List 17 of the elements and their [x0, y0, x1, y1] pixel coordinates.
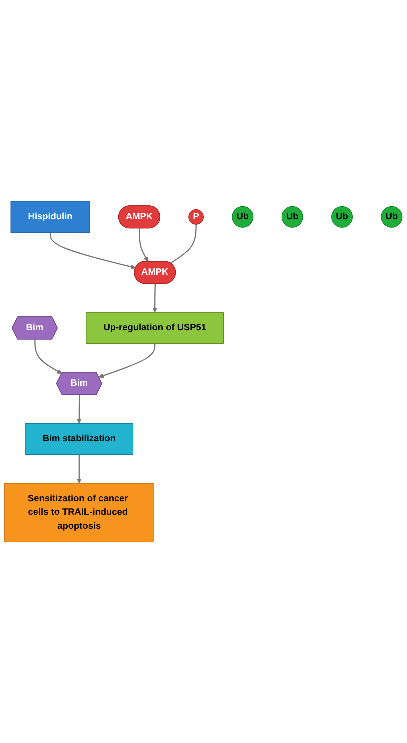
- node-circle: Ub: [332, 206, 354, 228]
- node-box: Sensitization of cancer cells to TRAIL-induced apoptosis: [4, 482, 154, 542]
- node-box: Bim stabilization: [25, 423, 134, 455]
- node-box: Hispidulin: [10, 200, 90, 233]
- arrow: [76, 454, 82, 484]
- arrow: [152, 284, 158, 312]
- node-circle: P: [188, 209, 204, 224]
- arrow: [34, 339, 62, 374]
- arrow: [139, 228, 149, 262]
- connector: [170, 224, 197, 264]
- arrow: [76, 394, 82, 424]
- node-circle: Ub: [282, 206, 304, 228]
- node-circle: Ub: [232, 206, 254, 228]
- node-circle: Ub: [381, 206, 403, 228]
- arrow: [98, 343, 156, 378]
- node-box: Up-regulation of USP51: [86, 312, 224, 344]
- arrow: [50, 232, 136, 270]
